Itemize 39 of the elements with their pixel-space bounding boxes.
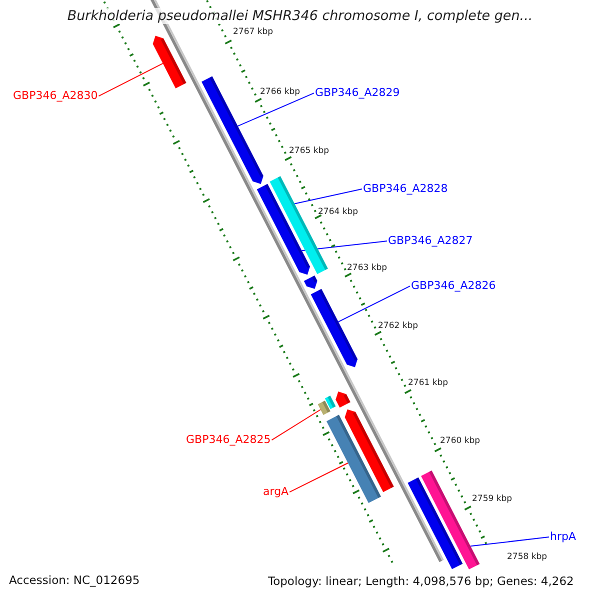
gene-label: GBP346_A2830 [13,90,98,102]
position-label: 2759 kbp [472,495,512,504]
gene-label: hrpA [550,531,576,544]
leader-line [98,62,164,97]
gene-segment [152,36,186,88]
leader-line [271,409,322,441]
gene-segment [318,400,330,415]
position-label: 2758 kbp [507,553,548,562]
gene-segment [310,288,358,368]
gene-segment [256,184,310,275]
leader-line [470,536,550,547]
leader-line [338,286,410,322]
position-label: 2762 kbp [378,322,418,332]
leader-line [237,92,314,127]
gene-label: GBP346_A2828 [363,183,448,196]
position-label: 2761 kbp [408,379,448,388]
gene-label: GBP346_A2827 [388,235,473,248]
gene-label: argA [263,486,289,498]
gene-label: GBP346_A2826 [411,280,496,292]
position-label: 2763 kbp [347,264,388,274]
position-label: 2765 kbp [289,147,330,156]
gene-segment [344,409,394,492]
gene-segment [336,392,350,408]
gene-segment [408,477,463,570]
leader-line [301,240,388,252]
position-label: 2767 kbp [233,28,274,38]
map-title: Burkholderia pseudomallei MSHR346 chromosome I, complete gen... [67,8,533,24]
gene-label: GBP346_A2825 [186,434,271,446]
gene-segment [326,414,381,504]
position-label: 2766 kbp [260,88,300,98]
leader-line [294,188,362,204]
gene-segment [304,276,318,289]
gene-segment [324,396,336,410]
gene-label: GBP346_A2829 [315,87,400,100]
position-label: 2760 kbp [440,437,480,446]
map-info-text: Topology: linear; Length: 4,098,576 bp; Genes: 4,262 [268,575,574,588]
position-label: 2764 kbp [318,208,358,218]
leader-line [289,462,348,493]
map-info-text: Accession: NC_012695 [9,574,140,587]
